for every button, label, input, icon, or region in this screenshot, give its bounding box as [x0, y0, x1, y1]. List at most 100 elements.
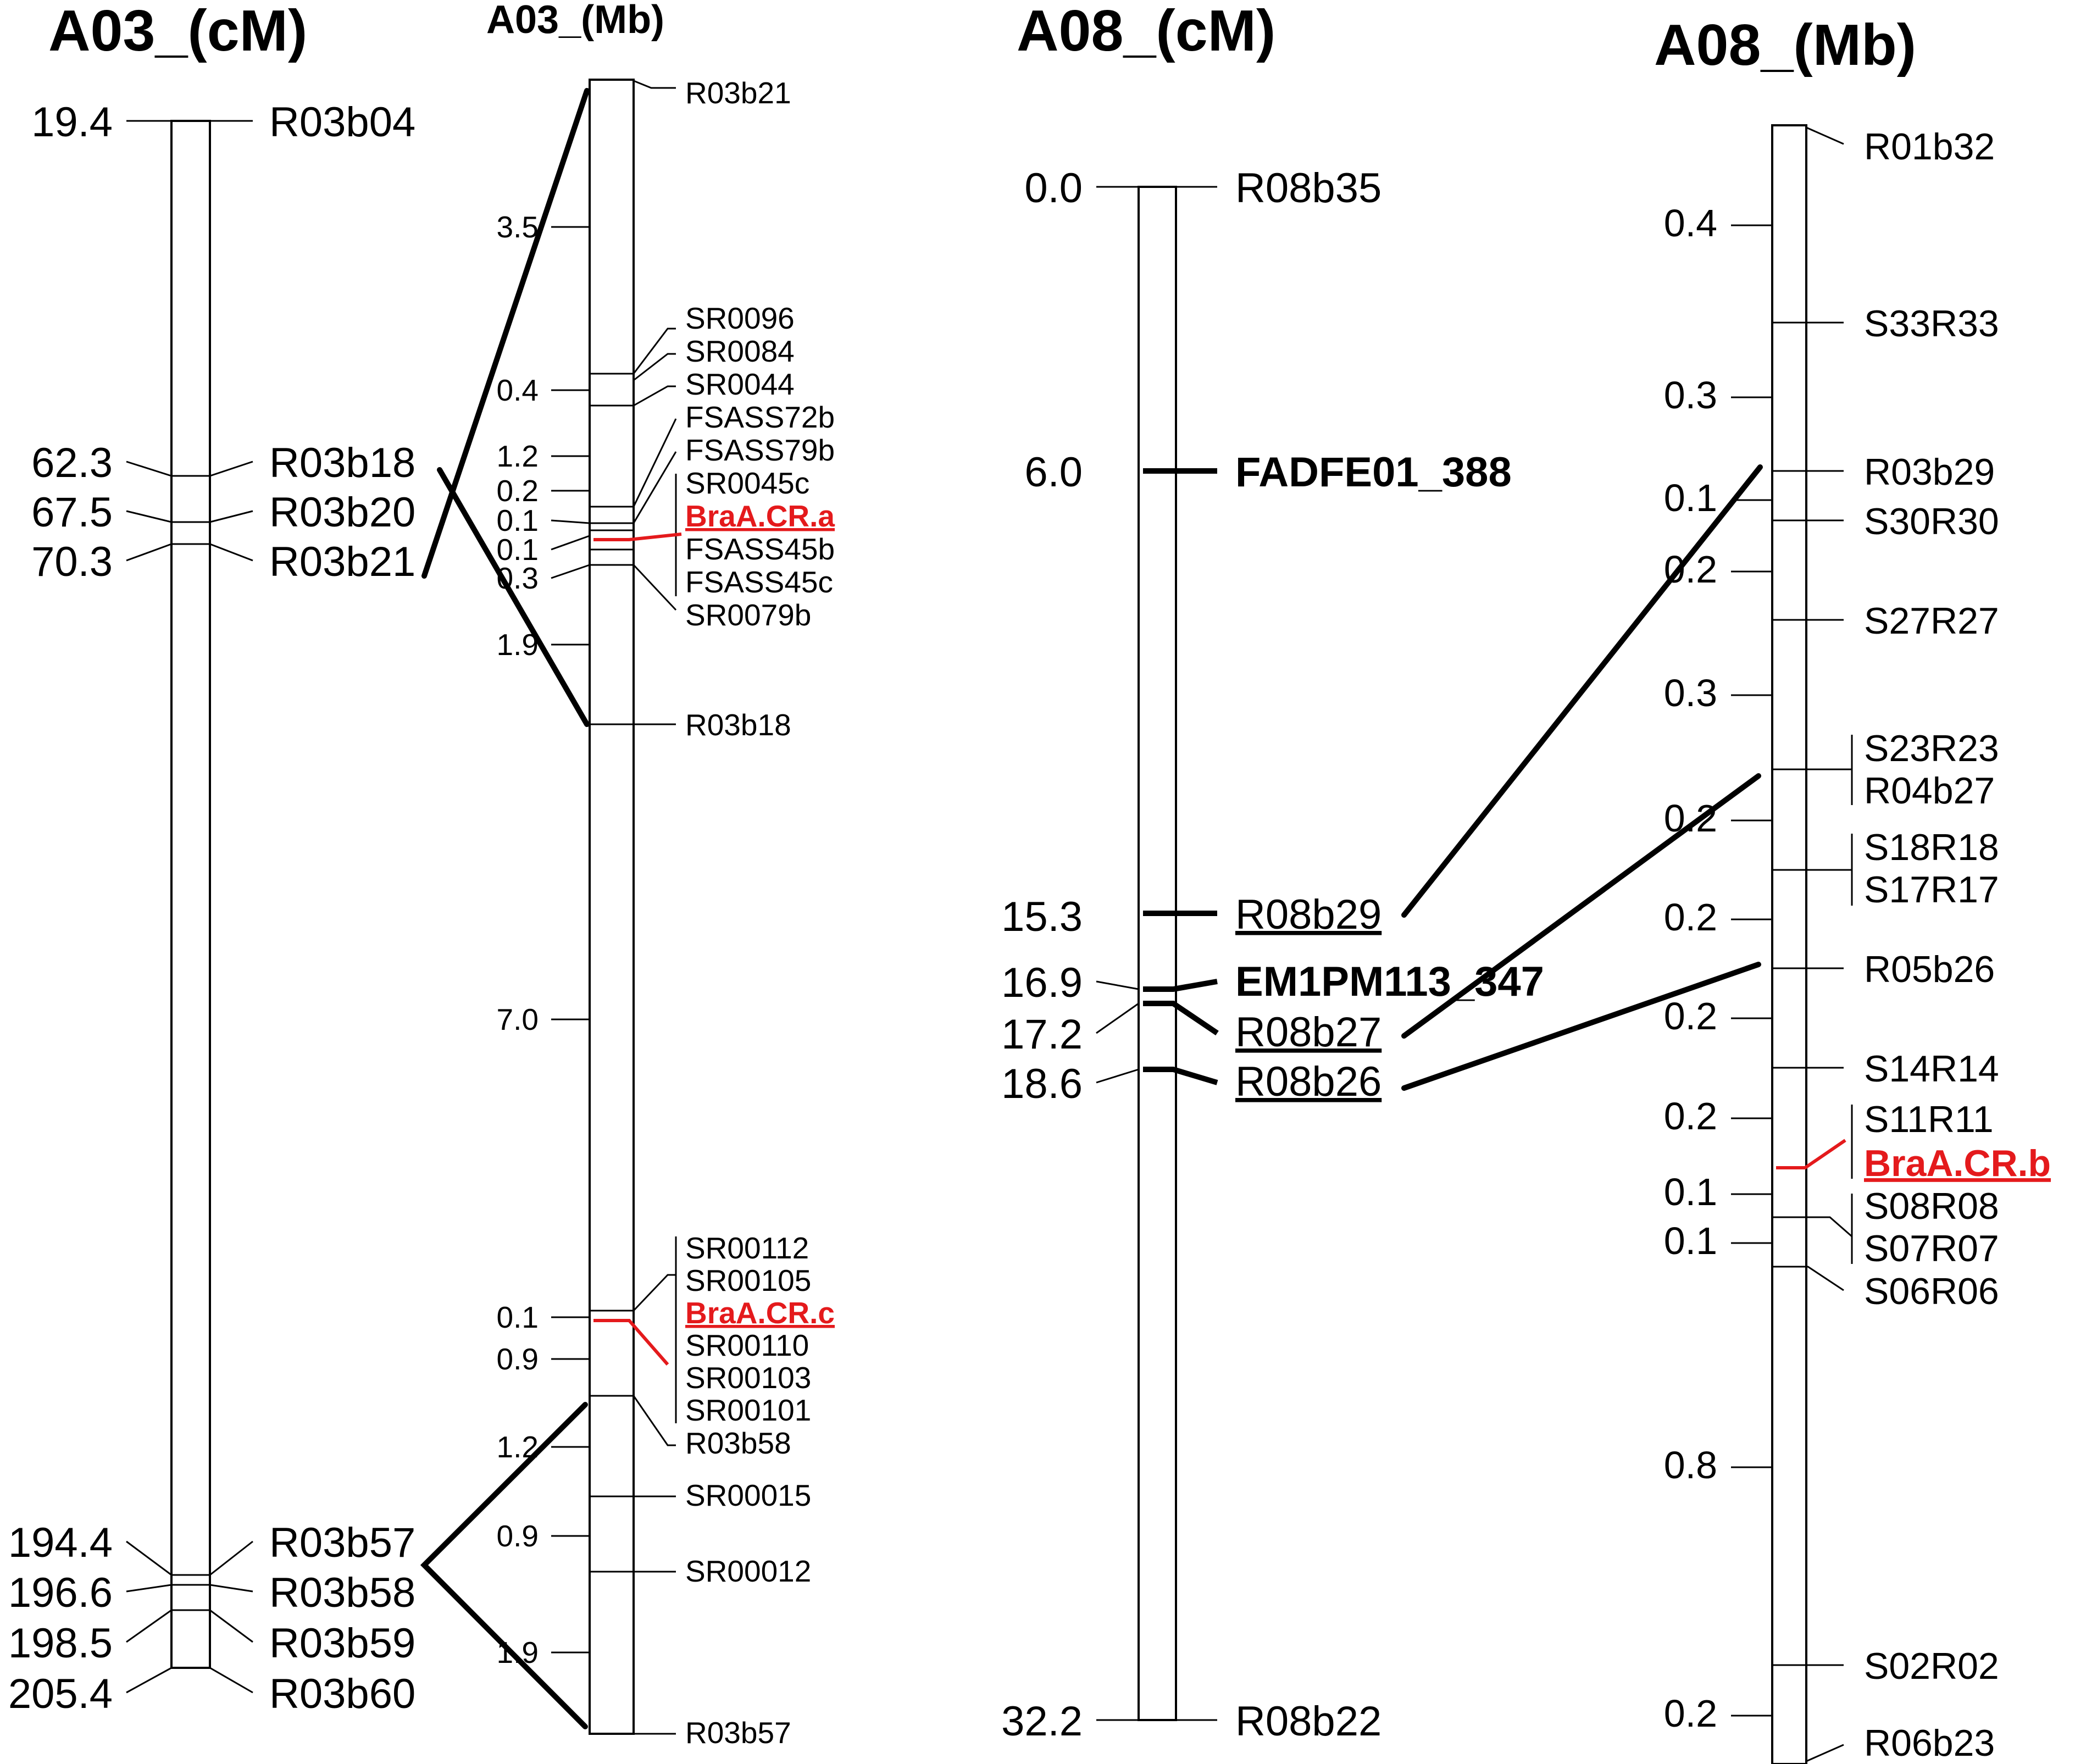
a03-cm-marker: R03b58: [269, 1569, 415, 1616]
a08-mb-leader: [1772, 1194, 1853, 1264]
a08-mb-interval: 0.2: [1664, 995, 1717, 1038]
a03-mb-marker: R03b18: [685, 708, 791, 742]
a08-cm-tick-bold: [1143, 1001, 1219, 1036]
a08-mb-marker: S27R27: [1864, 600, 1999, 642]
a03-mb-bra-cr-c-mark: [593, 1319, 669, 1366]
a08-cm-map: 0.0 6.0 15.3 16.9 17.2 18.6 32.2 R08b35 …: [1001, 165, 1544, 1745]
a08-mb-interval: 0.1: [1664, 1171, 1717, 1213]
a08-cm-marker: R08b22: [1235, 1698, 1382, 1745]
a08-mb-interval: 0.2: [1664, 548, 1717, 591]
a03-mb-chromosome: [589, 79, 635, 1735]
a08-connector-r08b29: [1401, 464, 1763, 918]
a03-mb-leader: [633, 451, 677, 524]
a03-mb-interval: 1.2: [497, 439, 539, 473]
a08-mb-marker: R01b32: [1864, 126, 1995, 168]
a03-cm-marker: R03b04: [269, 99, 415, 146]
a03-mb-interval: 0.2: [497, 474, 539, 508]
a03-cm-pos: 196.6: [8, 1569, 113, 1616]
a03-cm-marker: R03b21: [269, 539, 415, 585]
a03-cm-tick-194: [126, 1540, 253, 1576]
title-a03-mb: A03_(Mb): [486, 0, 664, 42]
a03-mb-marker: SR0079b: [685, 598, 811, 632]
a08-mb-marker: R03b29: [1864, 451, 1995, 493]
a03-cm-marker: R03b18: [269, 440, 415, 486]
a08-cm-marker: R08b26: [1235, 1058, 1382, 1105]
a08-cm-marker: R08b29: [1235, 891, 1382, 938]
title-a08-mb: A08_(Mb): [1654, 13, 1916, 77]
a03-cm-tick-205: [126, 1667, 253, 1694]
a03-mb-marker: SR00103: [685, 1361, 811, 1395]
a03-cm-marker: R03b20: [269, 489, 415, 536]
a03-connector-r03b57-58: [420, 1402, 588, 1729]
a03-mb-marker: SR00105: [685, 1263, 811, 1297]
a03-cm-pos: 198.5: [8, 1620, 113, 1667]
a08-cm-leader: [1096, 1002, 1139, 1034]
a08-cm-tick-bold: [1143, 979, 1218, 992]
a03-mb-interval-tick: [551, 535, 590, 551]
a03-mb-map: 3.5 0.4 1.2 0.2 0.1 0.1 0.3 1.9 7.0 0.1 …: [497, 76, 835, 1750]
a08-mb-chromosome: [1771, 124, 1807, 1764]
a08-cm-pos: 6.0: [1024, 449, 1083, 496]
a03-mb-marker: SR00110: [685, 1328, 809, 1362]
a03-mb-leader: [633, 1395, 676, 1446]
a03-mb-marker-bra-cr-a: BraA.CR.a: [685, 499, 835, 533]
a03-mb-marker: SR00101: [685, 1393, 811, 1427]
a08-cm-pos: 15.3: [1001, 894, 1083, 940]
a08-mb-interval: 0.3: [1664, 374, 1717, 417]
a08-mb-leader: [1806, 126, 1844, 145]
a03-connector-r03b18: [437, 467, 590, 727]
a03-mb-interval: 0.9: [497, 1342, 539, 1376]
a08-mb-interval: 0.3: [1664, 672, 1717, 714]
a03-cm-marker: R03b60: [269, 1671, 415, 1717]
a08-mb-interval-tick: [1731, 224, 1772, 1717]
a08-cm-pos: 0.0: [1024, 165, 1083, 212]
a03-cm-marker: R03b59: [269, 1620, 415, 1667]
a03-mb-interval: 0.1: [497, 532, 539, 567]
a08-mb-bra-cr-b-mark: [1776, 1139, 1846, 1169]
a03-mb-marker: SR0084: [685, 334, 795, 368]
a03-cm-tick-70: [126, 543, 253, 562]
a08-mb-marker: S02R02: [1864, 1645, 1999, 1687]
a08-mb-interval: 0.2: [1664, 1095, 1717, 1138]
a03-connectors: [420, 88, 590, 1729]
a08-cm-pos: 17.2: [1001, 1011, 1083, 1058]
a03-mb-leader: [633, 80, 676, 89]
a08-cm-marker: R08b35: [1235, 165, 1382, 212]
a08-cm-marker: R08b27: [1235, 1009, 1382, 1056]
a08-mb-marker: S06R06: [1864, 1271, 1999, 1312]
a08-mb-marker: S33R33: [1864, 303, 1999, 345]
a08-cm-tick-bold: [1143, 1067, 1218, 1085]
a03-mb-marker: SR00012: [685, 1554, 811, 1588]
a08-mb-interval: 0.4: [1664, 202, 1717, 245]
a08-cm-marker: EM1PM113_347: [1235, 958, 1544, 1005]
a08-mb-marker: R04b27: [1864, 770, 1995, 812]
a03-mb-leader: [633, 564, 677, 611]
a03-mb-marker: FSASS79b: [685, 433, 835, 467]
a03-mb-marker: FSASS45c: [685, 565, 833, 599]
a03-mb-leader: [633, 1274, 676, 1312]
a03-mb-interval: 3.5: [497, 210, 539, 244]
a03-cm-map: 19.4 62.3 67.5 70.3 194.4 196.6 198.5 20…: [8, 99, 415, 1717]
title-a03-cm: A03_(cM): [48, 0, 307, 63]
a03-mb-interval: 0.4: [497, 373, 539, 407]
a08-mb-marker: S17R17: [1864, 869, 1999, 911]
a03-cm-pos: 62.3: [31, 440, 113, 486]
a03-mb-band: [590, 1310, 634, 1573]
a08-mb-interval: 0.2: [1664, 797, 1717, 840]
a03-cm-pos: 194.4: [8, 1519, 113, 1566]
a08-connector-r08b27: [1401, 773, 1761, 1039]
a08-connectors: [1401, 464, 1763, 1091]
a08-cm-chromosome: [1138, 186, 1177, 1721]
a03-mb-marker: R03b58: [685, 1426, 791, 1460]
a08-mb-marker: S23R23: [1864, 728, 1999, 769]
a08-mb-leader: [1772, 1266, 1844, 1291]
a03-mb-band: [590, 373, 634, 725]
a08-mb-marker-bra-cr-b: BraA.CR.b: [1864, 1142, 2051, 1184]
a03-mb-marker: SR0044: [685, 367, 795, 401]
a03-mb-interval: 0.9: [497, 1519, 539, 1553]
a03-mb-marker: R03b21: [685, 76, 791, 110]
a03-mb-leader: [633, 328, 676, 374]
a08-mb-marker: R06b23: [1864, 1722, 1995, 1764]
a03-mb-interval: 7.0: [497, 1002, 539, 1036]
a03-cm-tick-67: [126, 510, 253, 523]
